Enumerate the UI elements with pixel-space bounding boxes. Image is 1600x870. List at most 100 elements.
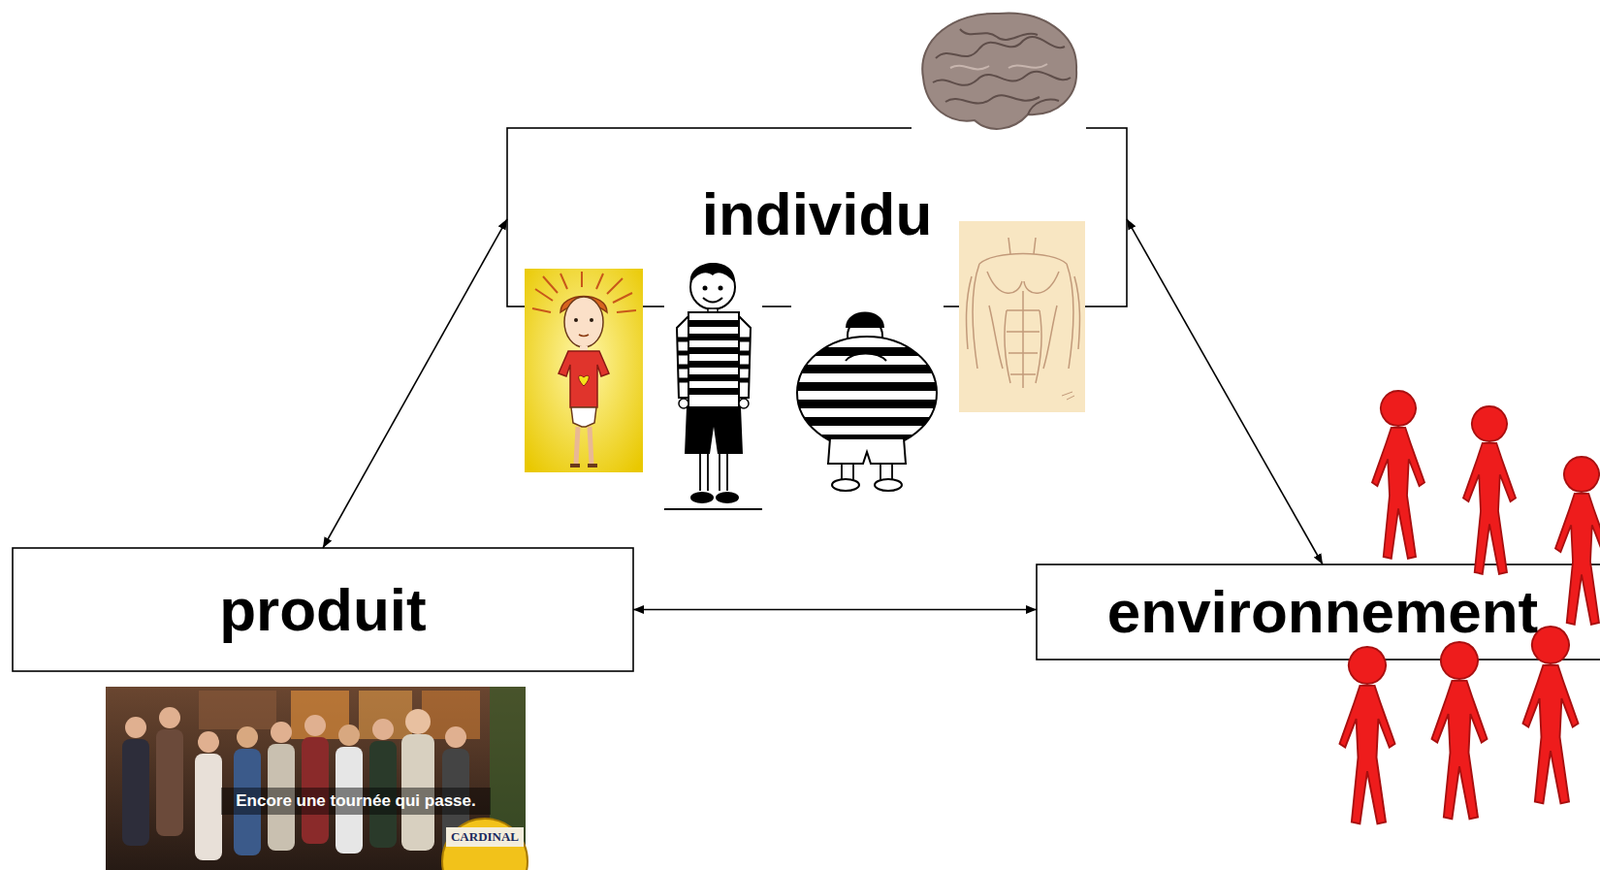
brain-illustration xyxy=(945,95,1040,103)
fat-kid-cartoon xyxy=(795,416,941,426)
brand-logo-text: CARDINAL xyxy=(446,827,524,847)
advert-photo xyxy=(221,787,491,815)
advert-photo xyxy=(156,729,184,836)
boy-cartoon xyxy=(676,316,751,398)
advert-photo xyxy=(236,726,258,748)
box-outline xyxy=(1036,564,1600,660)
boy-cartoon xyxy=(703,297,723,303)
concept-box: individu xyxy=(507,128,1127,307)
people-figures xyxy=(1523,626,1579,803)
boy-cartoon xyxy=(688,320,739,327)
girl-cartoon xyxy=(578,334,589,337)
boy-cartoon xyxy=(688,374,739,382)
torso-sketch xyxy=(1061,391,1075,400)
box-outline xyxy=(12,547,634,672)
fat-kid-cartoon xyxy=(791,300,944,495)
brain-illustration xyxy=(911,1,1087,138)
boy-cartoon xyxy=(664,255,763,511)
torso-sketch xyxy=(979,254,1067,265)
boy-cartoon xyxy=(738,398,749,409)
girl-cartoon xyxy=(524,268,643,473)
torso-sketch xyxy=(1008,237,1036,255)
connectors xyxy=(322,219,1323,610)
torso-sketch xyxy=(959,221,1086,413)
advert-photo xyxy=(445,726,467,748)
boy-cartoon xyxy=(688,360,739,368)
advert-photo xyxy=(270,721,292,743)
people-figures xyxy=(1432,641,1488,819)
boy-cartoon xyxy=(690,491,714,504)
girl-cartoon xyxy=(571,407,597,427)
advert-photo xyxy=(194,753,223,861)
girl-cartoon xyxy=(558,351,609,408)
fat-kid-cartoon xyxy=(845,353,887,362)
boy-cartoon xyxy=(684,407,743,454)
advert-photo xyxy=(405,708,431,735)
double-arrow xyxy=(633,608,1037,611)
box-label: produit xyxy=(219,575,427,644)
brain-illustration xyxy=(911,1,1087,138)
brain-illustration xyxy=(922,13,1077,129)
double-arrow xyxy=(1126,219,1323,565)
advert-photo xyxy=(122,738,150,846)
torso-sketch xyxy=(1006,310,1040,375)
people-figures xyxy=(1463,406,1516,575)
boy-cartoon xyxy=(678,398,689,409)
girl-cartoon xyxy=(576,426,592,464)
boy-cartoon xyxy=(688,333,739,341)
advert-photo xyxy=(338,724,360,746)
torso-sketch xyxy=(959,221,1086,413)
brain-illustration xyxy=(935,36,1065,59)
double-arrow xyxy=(322,219,508,548)
boy-cartoon xyxy=(688,312,739,408)
boy-cartoon xyxy=(688,320,739,395)
torso-sketch xyxy=(966,237,1081,388)
fat-kid-cartoon xyxy=(791,300,944,495)
girl-cartoon xyxy=(564,296,604,348)
brain-illustration xyxy=(950,64,1048,69)
people-figures xyxy=(1340,646,1396,824)
fat-kid-cartoon xyxy=(828,438,906,464)
boy-cartoon xyxy=(718,286,724,291)
torso-sketch xyxy=(989,305,1057,369)
fat-kid-cartoon xyxy=(874,479,902,491)
fat-kid-cartoon xyxy=(795,399,941,409)
brain-illustration xyxy=(932,71,1071,86)
advert-photo xyxy=(105,686,528,870)
advert-slogan: Encore une tournée qui passe. xyxy=(221,789,491,813)
box-outlines xyxy=(12,128,1600,672)
box-label: individu xyxy=(702,179,933,249)
girl-cartoon xyxy=(589,318,594,322)
boy-cartoon xyxy=(690,262,736,284)
fat-kid-cartoon xyxy=(832,479,860,491)
advert-photo xyxy=(442,818,528,870)
boy-cartoon xyxy=(688,347,739,354)
box-label: environnement xyxy=(1107,576,1538,646)
boy-cartoon xyxy=(677,339,750,381)
advert-photo xyxy=(197,731,220,753)
concept-box: produit xyxy=(12,547,634,672)
brain-illustration xyxy=(960,29,1038,40)
girl-cartoon xyxy=(578,375,590,386)
torso-sketch xyxy=(1004,310,1042,384)
torso-sketch xyxy=(987,271,1059,293)
torso-sketch xyxy=(1022,290,1024,388)
boy-cartoon xyxy=(688,387,739,395)
people-figures xyxy=(1555,456,1600,625)
fat-kid-cartoon xyxy=(795,382,941,391)
girl-cartoon xyxy=(574,318,578,322)
advert-photo xyxy=(304,714,326,736)
advert-photo xyxy=(122,706,470,861)
boy-cartoon xyxy=(715,491,739,504)
boy-cartoon xyxy=(664,255,763,511)
advert-photo xyxy=(105,686,526,870)
girl-cartoon xyxy=(524,268,643,473)
boy-cartoon xyxy=(703,286,708,291)
boy-cartoon xyxy=(700,453,728,491)
advert-photo xyxy=(372,718,394,740)
fat-kid-cartoon xyxy=(795,364,941,374)
advert-photo xyxy=(198,690,277,730)
